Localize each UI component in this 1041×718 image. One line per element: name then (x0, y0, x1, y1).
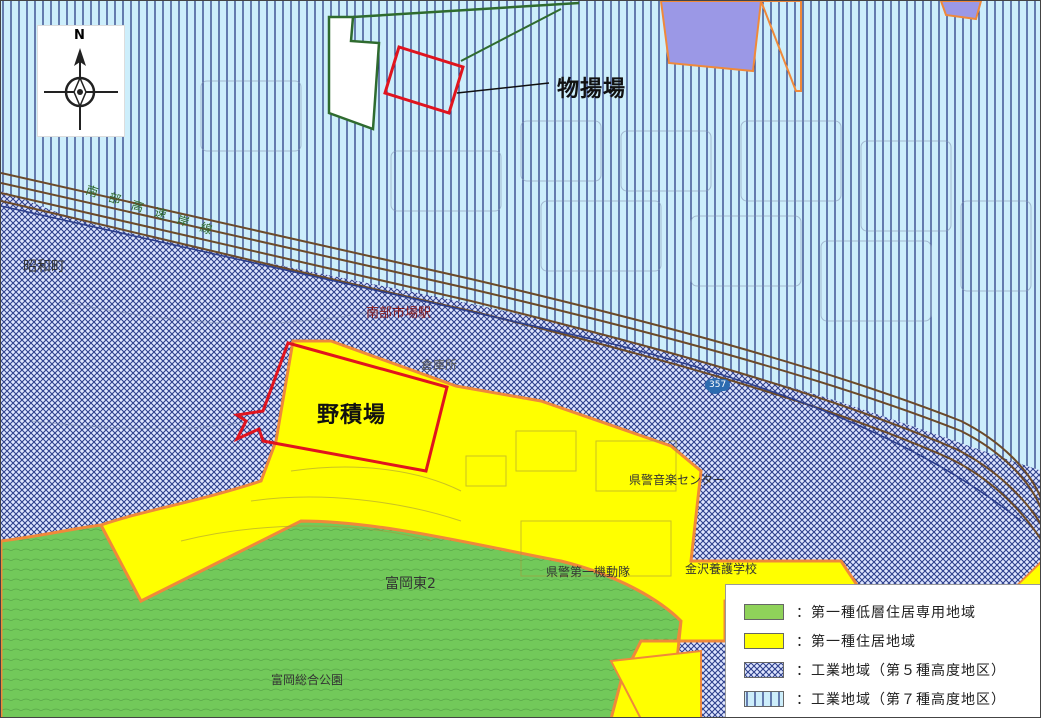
compass-icon (44, 48, 118, 130)
residential-zone-1 (98, 339, 864, 717)
storage-yard-outline (232, 341, 449, 473)
compass-north-label: N (74, 28, 85, 43)
showamachi-label: 昭和町 (23, 259, 65, 275)
legend-swatch-green (744, 603, 784, 620)
police-music-center-label: 県警音楽センター (629, 473, 726, 487)
tomioka-park-label: 富岡総合公園 (271, 673, 344, 687)
station-label: 南部市場駅 (366, 306, 432, 321)
legend-label: ：工業地域（第７種高度地区） (796, 691, 1006, 708)
purple-building-1 (659, 1, 763, 73)
legend-label: ：工業地域（第５種高度地区） (796, 662, 1006, 679)
map-legend: ：第一種低層住居専用地域 ：第一種住居地域 ：工業地域（第５種高度地区） ：工業… (725, 584, 1040, 717)
legend-swatch-cross (744, 661, 784, 678)
unloading-site-label: 物揚場 (557, 77, 627, 102)
purple-building-2 (939, 1, 983, 21)
legend-item-industrial-7: ：工業地域（第７種高度地区） (744, 684, 1040, 713)
railway-line-1 (1, 172, 1040, 499)
legend-swatch-vlines (744, 690, 784, 707)
legend-label: ：第一種低層住居専用地域 (796, 604, 976, 621)
unloading-site-leader (456, 82, 550, 94)
police-riot-unit-label: 県警第一機動隊 (546, 565, 631, 579)
industrial-zone-7-area (1, 1, 1040, 471)
route-number-badge: 357 (705, 379, 731, 391)
unloading-site-outline (383, 45, 465, 115)
legend-swatch-yellow (744, 632, 784, 649)
legend-item-residential: ：第一種住居地域 (744, 626, 1040, 655)
legend-label: ：第一種住居地域 (796, 633, 916, 650)
legend-item-low-rise: ：第一種低層住居専用地域 (744, 597, 1040, 626)
storage-yard-label: 野積場 (317, 403, 387, 428)
warehouse-label: 倉庫所 (421, 358, 458, 372)
legend-item-industrial-5: ：工業地域（第５種高度地区） (744, 655, 1040, 684)
tomioka-higashi-label: 富岡東2 (385, 576, 436, 592)
nursing-school-label: 金沢養護学校 (685, 562, 758, 576)
compass-rose: N (37, 25, 125, 137)
